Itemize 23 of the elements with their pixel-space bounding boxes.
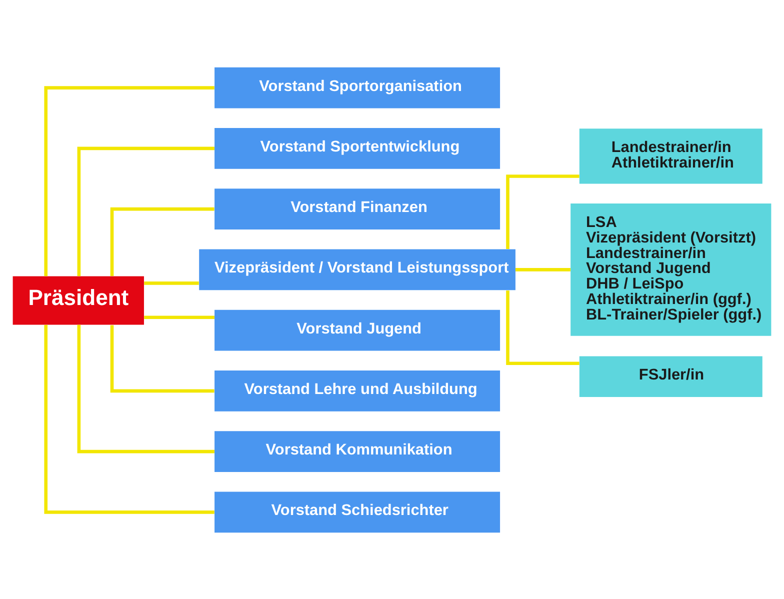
connector [77,146,214,276]
node-box: Vorstand Finanzen [214,188,500,229]
connector [144,281,199,284]
connector [506,174,580,248]
connector [77,324,214,453]
connector [110,324,214,392]
node-box: Vorstand Sportorganisation [214,66,500,108]
node-box: Vorstand Kommunikation [214,430,500,472]
connector [110,206,214,276]
connector [44,324,214,514]
node-box: Landestrainer/in Athletiktrainer/in [579,128,762,184]
node-box: LSA Vizepräsident (Vorsitzt) Landestrainer/in Vorstand Jugend DHB / LeiSpo Athletiktrainer/in (ggf.) BL-Trainer/Spieler (ggf.) [570,203,772,336]
connector [44,86,214,276]
connector [506,290,580,365]
connector [515,268,570,271]
node-box: Präsident [12,276,144,324]
node-box: Vorstand Jugend [214,309,500,350]
connector [144,315,214,319]
node-box: Vorstand Schiedsrichter [214,491,500,532]
node-box: Vizepräsident / Vorstand Leistungssport [199,248,516,290]
node-box: FSJler/in [579,356,762,396]
node-box: Vorstand Sportentwicklung [214,128,500,168]
node-box: Vorstand Lehre und Ausbildung [214,370,500,411]
